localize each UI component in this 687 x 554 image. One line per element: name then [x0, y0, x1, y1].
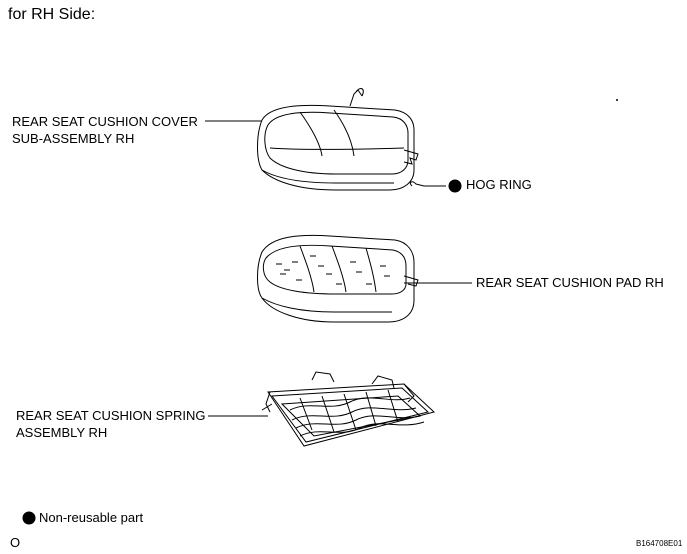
pad-label: REAR SEAT CUSHION PAD RH	[476, 275, 664, 290]
spring-label-line2: ASSEMBLY RH	[16, 425, 108, 440]
non-reusable-dot	[448, 179, 462, 193]
page-title: for RH Side:	[8, 6, 96, 23]
hog-ring-illustration	[409, 179, 462, 193]
cover-label-line2: SUB-ASSEMBLY RH	[12, 131, 135, 146]
footer-left-mark: O	[10, 535, 21, 550]
spring-assembly-illustration	[261, 371, 436, 447]
cover-label-line1: REAR SEAT CUSHION COVER	[12, 114, 198, 129]
stray-mark	[616, 99, 618, 101]
legend-label: Non-reusable part	[39, 510, 144, 525]
hog-ring-label: HOG RING	[466, 177, 532, 192]
cushion-cover-illustration	[257, 88, 419, 191]
cushion-pad-illustration	[257, 234, 419, 323]
figure-code: B164708E01	[636, 539, 683, 548]
spring-label-line1: REAR SEAT CUSHION SPRING	[16, 408, 206, 423]
legend-non-reusable-icon	[22, 511, 36, 525]
